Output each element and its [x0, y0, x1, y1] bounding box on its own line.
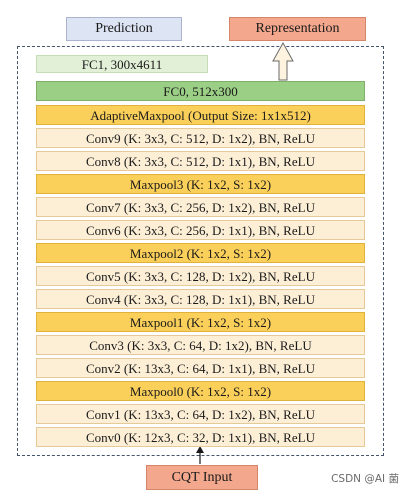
adaptive-maxpool-layer: AdaptiveMaxpool (Output Size: 1x1x512) — [36, 105, 365, 125]
maxpool1-layer: Maxpool1 (K: 1x2, S: 1x2) — [36, 312, 365, 332]
conv8-layer: Conv8 (K: 3x3, C: 512, D: 1x1), BN, ReLU — [36, 151, 365, 171]
representation-label: Representation — [229, 17, 366, 41]
conv6-layer: Conv6 (K: 3x3, C: 256, D: 1x1), BN, ReLU — [36, 220, 365, 240]
maxpool3-layer: Maxpool3 (K: 1x2, S: 1x2) — [36, 174, 365, 194]
conv5-layer: Conv5 (K: 3x3, C: 128, D: 1x2), BN, ReLU — [36, 266, 365, 286]
fc0-layer: FC0, 512x300 — [36, 81, 365, 101]
conv3-layer: Conv3 (K: 3x3, C: 64, D: 1x2), BN, ReLU — [36, 335, 365, 355]
fc1-layer: FC1, 300x4611 — [36, 55, 208, 73]
conv0-layer: Conv0 (K: 12x3, C: 32, D: 1x1), BN, ReLU — [36, 427, 365, 447]
conv7-layer: Conv7 (K: 3x3, C: 256, D: 1x2), BN, ReLU — [36, 197, 365, 217]
conv2-layer: Conv2 (K: 13x3, C: 64, D: 1x1), BN, ReLU — [36, 358, 365, 378]
conv9-layer: Conv9 (K: 3x3, C: 512, D: 1x2), BN, ReLU — [36, 128, 365, 148]
maxpool2-layer: Maxpool2 (K: 1x2, S: 1x2) — [36, 243, 365, 263]
conv1-layer: Conv1 (K: 13x3, C: 64, D: 1x2), BN, ReLU — [36, 404, 365, 424]
maxpool0-layer: Maxpool0 (K: 1x2, S: 1x2) — [36, 381, 365, 401]
cqt-input-label: CQT Input — [146, 465, 258, 490]
prediction-label: Prediction — [66, 17, 182, 41]
watermark-text: CSDN @AI 菌 — [331, 473, 399, 485]
conv4-layer: Conv4 (K: 3x3, C: 128, D: 1x1), BN, ReLU — [36, 289, 365, 309]
